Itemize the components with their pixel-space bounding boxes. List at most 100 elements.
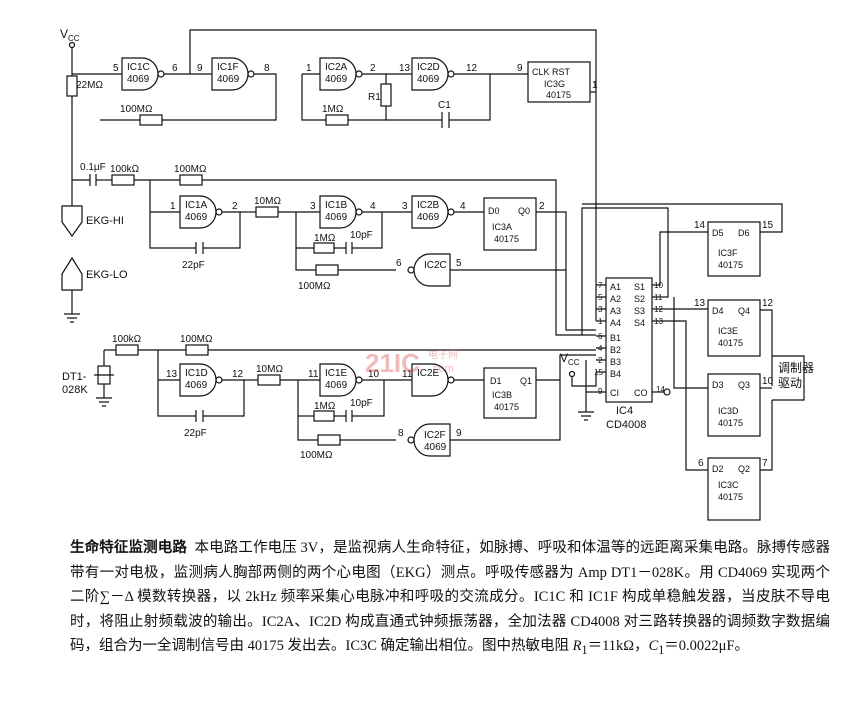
gate-ic2c: IC2C 6 5: [396, 253, 462, 287]
svg-text:9: 9: [456, 428, 462, 439]
capacitor-22pf-ekg-label: 22pF: [182, 260, 205, 271]
svg-text:12: 12: [762, 298, 774, 309]
resistor-100m-dt1-label: 100MΩ: [180, 334, 213, 345]
c1-value: ＝0.0022μF。: [664, 638, 750, 655]
gate-ic2e: IC2E 11: [402, 363, 455, 397]
gate-ic2a: IC2A 4069 1 2: [306, 57, 376, 91]
resistor-100k-ekg: [111, 174, 135, 186]
svg-text:CO: CO: [634, 388, 648, 398]
svg-text:B1: B1: [610, 333, 621, 343]
svg-text:4069: 4069: [185, 380, 208, 391]
gate-ic2d: IC2D 4069 13 12: [399, 57, 478, 91]
resistor-100m-dt1-fb-label: 100MΩ: [300, 450, 333, 461]
ground-icon: [578, 411, 594, 421]
svg-text:IC1B: IC1B: [325, 200, 348, 211]
svg-text:40175: 40175: [718, 418, 743, 428]
svg-text:40175: 40175: [718, 260, 743, 270]
resistor-100k-ekg-label: 100kΩ: [110, 164, 140, 175]
svg-text:10: 10: [762, 376, 774, 387]
ic4-cd4008-adder: A1 A2 A3 A4 B1 B2 B3 B4 CI 7 5 3 1 6 4 2…: [594, 277, 665, 431]
svg-text:D6: D6: [738, 228, 750, 238]
svg-text:4069: 4069: [417, 74, 440, 85]
r1-symbol: R: [572, 638, 582, 655]
svg-text:DT1-: DT1-: [62, 371, 87, 383]
svg-text:S4: S4: [634, 318, 645, 328]
resistor-100m-ekg-label: 100MΩ: [174, 164, 207, 175]
svg-text:7: 7: [762, 458, 768, 469]
ic3a-flipflop: D0 Q0 IC3A 40175 2: [483, 197, 545, 251]
svg-text:CD4008: CD4008: [606, 419, 646, 431]
svg-text:IC1D: IC1D: [185, 368, 208, 379]
resistor-r1: [380, 83, 392, 107]
svg-text:1: 1: [170, 201, 176, 212]
svg-text:5: 5: [456, 258, 462, 269]
svg-text:13: 13: [694, 298, 706, 309]
svg-text:S2: S2: [634, 294, 645, 304]
resistor-10m-ekg-label: 10MΩ: [254, 196, 281, 207]
vcc-node-ic4: V CC: [560, 351, 580, 378]
svg-text:IC2C: IC2C: [424, 260, 447, 271]
ground-icon: [96, 397, 112, 407]
resistor-1m-top-label: 1MΩ: [322, 104, 344, 115]
svg-text:6: 6: [172, 63, 178, 74]
svg-text:11: 11: [308, 369, 319, 380]
resistor-22m-label: 22MΩ: [76, 80, 103, 91]
svg-text:13: 13: [399, 63, 411, 74]
capacitor-22pf-dt1-label: 22pF: [184, 428, 207, 439]
dt1-sensor: DT1- 028K: [62, 365, 114, 407]
ground-icon: [64, 313, 80, 323]
modulator-driver: 调制器 驱动: [772, 355, 814, 401]
svg-text:4069: 4069: [325, 380, 348, 391]
svg-text:14: 14: [656, 385, 665, 394]
ic3e-flipflop: D4 Q4 IC3E 40175 13 12: [694, 298, 774, 357]
svg-text:Q0: Q0: [518, 206, 530, 216]
svg-text:4: 4: [460, 201, 466, 212]
svg-text:2: 2: [370, 63, 376, 74]
svg-text:IC3B: IC3B: [492, 390, 512, 400]
svg-text:V: V: [60, 27, 68, 41]
resistor-100m-top-label: 100MΩ: [120, 104, 153, 115]
resistor-100m-ekg-fb-label: 100MΩ: [298, 281, 331, 292]
svg-text:15: 15: [762, 220, 774, 231]
resistor-100k-dt1: [115, 344, 139, 356]
svg-text:B4: B4: [610, 369, 621, 379]
svg-text:D5: D5: [712, 228, 724, 238]
svg-text:IC1E: IC1E: [325, 368, 348, 379]
svg-text:IC3E: IC3E: [718, 326, 738, 336]
svg-text:6: 6: [396, 258, 402, 269]
svg-text:Q1: Q1: [520, 376, 532, 386]
svg-text:Q3: Q3: [738, 380, 750, 390]
svg-text:12: 12: [232, 369, 244, 380]
resistor-1m-dt1: [313, 410, 335, 422]
site-watermark: 21IC 电子网 .com: [365, 348, 458, 378]
svg-text:IC2B: IC2B: [417, 200, 440, 211]
resistor-100m-dt1-fb: [317, 434, 341, 446]
svg-text:IC2E: IC2E: [417, 368, 440, 379]
svg-text:4069: 4069: [217, 74, 240, 85]
svg-text:11: 11: [402, 369, 413, 380]
gate-ic2f: IC2F 4069 8 9: [398, 423, 462, 457]
svg-text:40175: 40175: [546, 90, 571, 100]
svg-text:9: 9: [197, 63, 203, 74]
svg-text:.com: .com: [430, 363, 454, 375]
vcc-node-top: V CC: [60, 27, 80, 49]
svg-text:1: 1: [306, 63, 312, 74]
resistor-1m-dt1-label: 1MΩ: [314, 401, 336, 412]
svg-text:IC1A: IC1A: [185, 200, 208, 211]
svg-text:IC3D: IC3D: [718, 406, 739, 416]
gate-ic1b: IC1B 4069 3 4: [310, 195, 376, 229]
svg-text:4069: 4069: [325, 212, 348, 223]
svg-text:D1: D1: [490, 376, 502, 386]
svg-text:V: V: [560, 351, 568, 365]
svg-text:S3: S3: [634, 306, 645, 316]
svg-text:EKG-LO: EKG-LO: [86, 269, 128, 281]
resistor-100m-ekg-fb: [315, 264, 339, 276]
svg-text:4069: 4069: [424, 442, 447, 453]
svg-text:IC2F: IC2F: [424, 430, 446, 441]
resistor-1m-ekg: [313, 242, 335, 254]
capacitor-01uf-label: 0.1μF: [80, 162, 106, 173]
svg-text:D4: D4: [712, 306, 724, 316]
svg-text:A3: A3: [610, 306, 621, 316]
capacitor-10pf-dt1-label: 10pF: [350, 398, 373, 409]
svg-text:2: 2: [232, 201, 238, 212]
